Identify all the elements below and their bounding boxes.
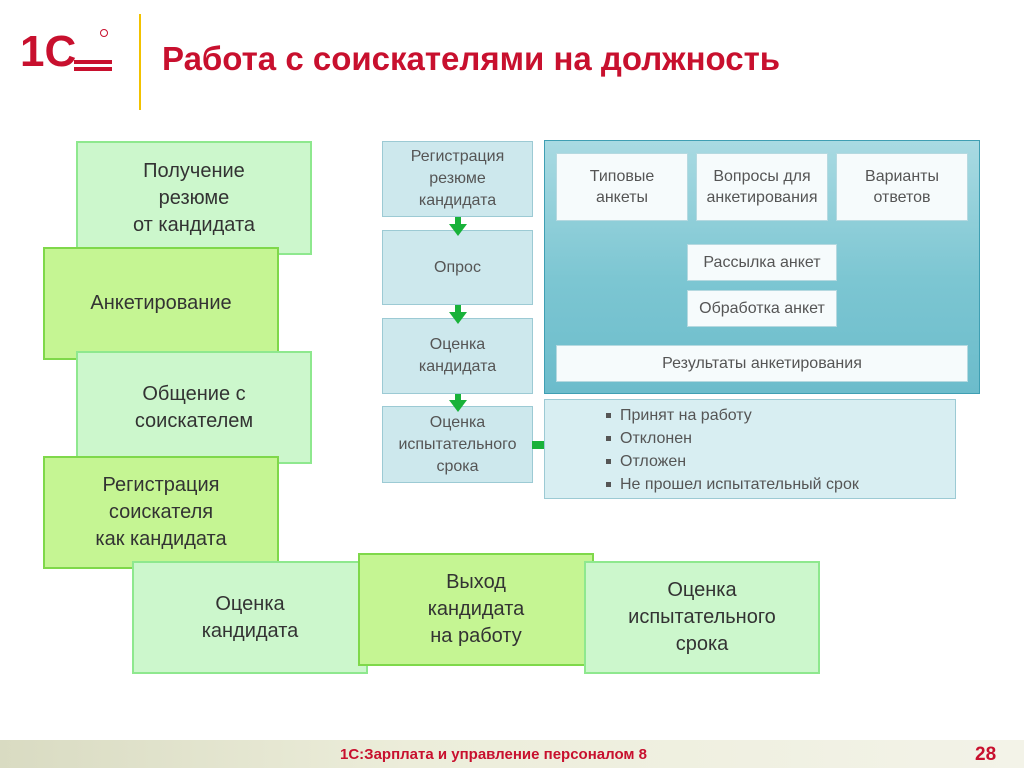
footer-product: 1С:Зарплата и управление персоналом 8 [340, 746, 648, 763]
form-mailing: Рассылка анкет [687, 244, 837, 281]
step-candidate-start: Выход кандидата на работу [358, 553, 594, 666]
outcomes-list: Принят на работу Отклонен Отложен Не про… [606, 404, 859, 496]
step-receive-resume: Получение резюме от кандидата [76, 141, 312, 255]
page-title: Работа с соискателями на должность [162, 40, 781, 77]
form-processing: Обработка анкет [687, 290, 837, 327]
arrow-down-2 [449, 312, 467, 324]
template-forms: Типовые анкеты [556, 153, 688, 221]
arrow-stem-1 [455, 217, 461, 227]
list-item: Отложен [606, 450, 859, 473]
step-register-candidate: Регистрация соискателя как кандидата [43, 456, 279, 569]
arrow-down-3 [449, 400, 467, 412]
step-candidate-evaluation: Оценка кандидата [132, 561, 368, 674]
page-number: 28 [975, 744, 997, 765]
logo-text: 1С [20, 27, 76, 74]
outcomes-panel [544, 399, 956, 499]
arrow-stem-3 [455, 394, 461, 404]
header-divider [139, 14, 141, 110]
arrow-down-1 [449, 224, 467, 236]
list-item: Отклонен [606, 427, 859, 450]
flow-probation-evaluation: Оценка испытательного срока [382, 406, 533, 483]
flow-candidate-evaluation: Оценка кандидата [382, 318, 533, 394]
arrow-stem-2 [455, 305, 461, 315]
step-questionnaire: Анкетирование [43, 247, 279, 360]
flow-register-resume: Регистрация резюме кандидата [382, 141, 533, 217]
step-communication: Общение с соискателем [76, 351, 312, 464]
survey-questions: Вопросы для анкетирования [696, 153, 828, 221]
list-item: Принят на работу [606, 404, 859, 427]
answer-options: Варианты ответов [836, 153, 968, 221]
survey-results: Результаты анкетирования [556, 345, 968, 382]
footer-band [0, 740, 1024, 768]
1c-logo: 1С [20, 27, 112, 74]
list-item: Не прошел испытательный срок [606, 473, 859, 496]
flow-survey: Опрос [382, 230, 533, 305]
step-probation-evaluation: Оценка испытательного срока [584, 561, 820, 674]
